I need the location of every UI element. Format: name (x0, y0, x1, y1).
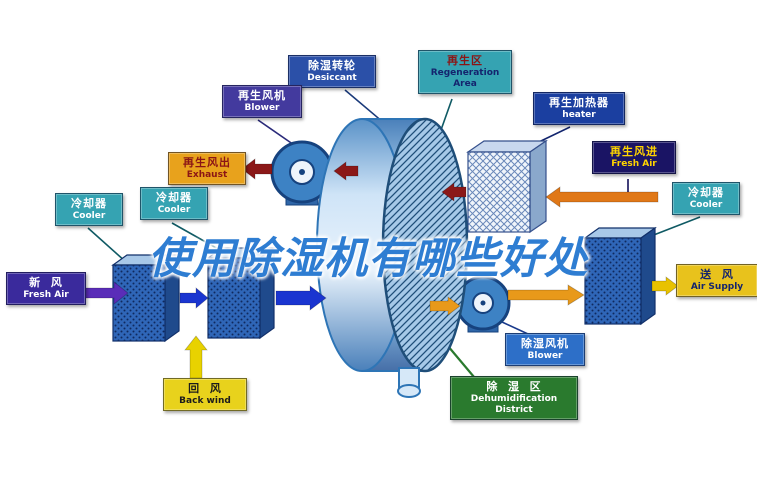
label-dehumid-district-en1: Dehumidification (470, 393, 558, 404)
leader-cooler-left-outer (87, 227, 127, 263)
label-regen-fresh-air: 再生风进 Fresh Air (592, 141, 676, 174)
label-cooler-right-en: Cooler (689, 199, 723, 210)
label-regen-blower-zh: 再生风机 (238, 89, 286, 102)
arrow-exhaust-out (241, 158, 273, 180)
label-regeneration-area: 再生区 Regeneration Area (418, 50, 512, 95)
label-cooler-left-outer: 冷却器 Cooler (55, 193, 123, 226)
label-air-supply: 送 风 Air Supply (676, 264, 757, 297)
label-air-supply-zh: 送 风 (700, 268, 734, 281)
label-desiccant: 除湿转轮 Desiccant (288, 55, 376, 88)
label-exhaust-en: Exhaust (186, 169, 228, 180)
cooler-unit-right (583, 226, 657, 326)
heater-unit (466, 139, 548, 234)
label-dehumid-blower: 除湿风机 Blower (505, 333, 585, 366)
label-regen-heater-zh: 再生加热器 (549, 96, 609, 109)
label-regen-fresh-air-zh: 再生风进 (610, 145, 658, 158)
label-regen-heater: 再生加热器 heater (533, 92, 625, 125)
label-cooler-left-inner-en: Cooler (157, 204, 191, 215)
arrow-fresh-air-in (81, 281, 129, 305)
arrow-regen-air-to-heater (545, 186, 659, 208)
label-back-wind: 回 风 Back wind (163, 378, 247, 411)
label-cooler-right-zh: 冷却器 (688, 186, 724, 199)
label-regen-heater-en: heater (562, 109, 596, 120)
label-cooler-left-outer-zh: 冷却器 (71, 197, 107, 210)
label-dehumid-blower-en: Blower (527, 350, 563, 361)
dehumid-blower-fan (455, 275, 511, 333)
arrow-heater-to-wheel (441, 182, 467, 202)
arrow-back-wind-up (184, 335, 208, 379)
label-fresh-air: 新 风 Fresh Air (6, 272, 86, 305)
label-desiccant-en: Desiccant (307, 72, 357, 83)
label-regen-fresh-air-en: Fresh Air (611, 158, 657, 169)
label-fresh-air-zh: 新 风 (29, 276, 63, 289)
label-back-wind-en: Back wind (179, 395, 231, 406)
flow-arrows (81, 158, 679, 379)
arrow-air-supply-out (651, 276, 679, 296)
label-cooler-right: 冷却器 Cooler (672, 182, 740, 215)
label-cooler-left-inner: 冷却器 Cooler (140, 187, 208, 220)
label-regeneration-area-en: Regeneration Area (430, 67, 500, 89)
label-dehumid-district-en2: District (495, 405, 533, 415)
wheel-foot (397, 367, 421, 398)
label-exhaust-zh: 再生风出 (183, 156, 231, 169)
arrow-wheel-to-regen-blower (333, 161, 359, 181)
label-exhaust: 再生风出 Exhaust (168, 152, 246, 185)
label-cooler-left-outer-en: Cooler (72, 210, 106, 221)
cooler-unit-left-outer (111, 253, 181, 343)
label-dehumid-district: 除 湿 区 Dehumidification District (450, 376, 578, 421)
label-back-wind-zh: 回 风 (188, 382, 222, 395)
arrow-blower-to-cooler-right (507, 284, 585, 306)
cooler-unit-left-inner (206, 246, 276, 340)
arrow-into-wheel (275, 285, 327, 311)
label-regen-blower: 再生风机 Blower (222, 85, 302, 118)
label-dehumid-blower-zh: 除湿风机 (521, 337, 569, 350)
arrow-wheel-to-dehumid-blower (429, 296, 461, 316)
label-air-supply-en: Air Supply (690, 281, 744, 292)
label-cooler-left-inner-zh: 冷却器 (156, 191, 192, 204)
label-regen-blower-en: Blower (244, 102, 280, 113)
label-regeneration-area-zh: 再生区 (447, 54, 483, 67)
leader-regen-blower (257, 119, 298, 148)
label-desiccant-zh: 除湿转轮 (308, 59, 356, 72)
label-fresh-air-en: Fresh Air (23, 289, 69, 300)
leader-dehumid-blower (501, 321, 529, 335)
arrow-between-coolers (179, 287, 209, 309)
label-dehumid-district-zh: 除 湿 区 (486, 380, 542, 393)
leader-cooler-left-inner (171, 222, 228, 255)
page-title: 使用除湿机有哪些好处 (148, 234, 588, 284)
